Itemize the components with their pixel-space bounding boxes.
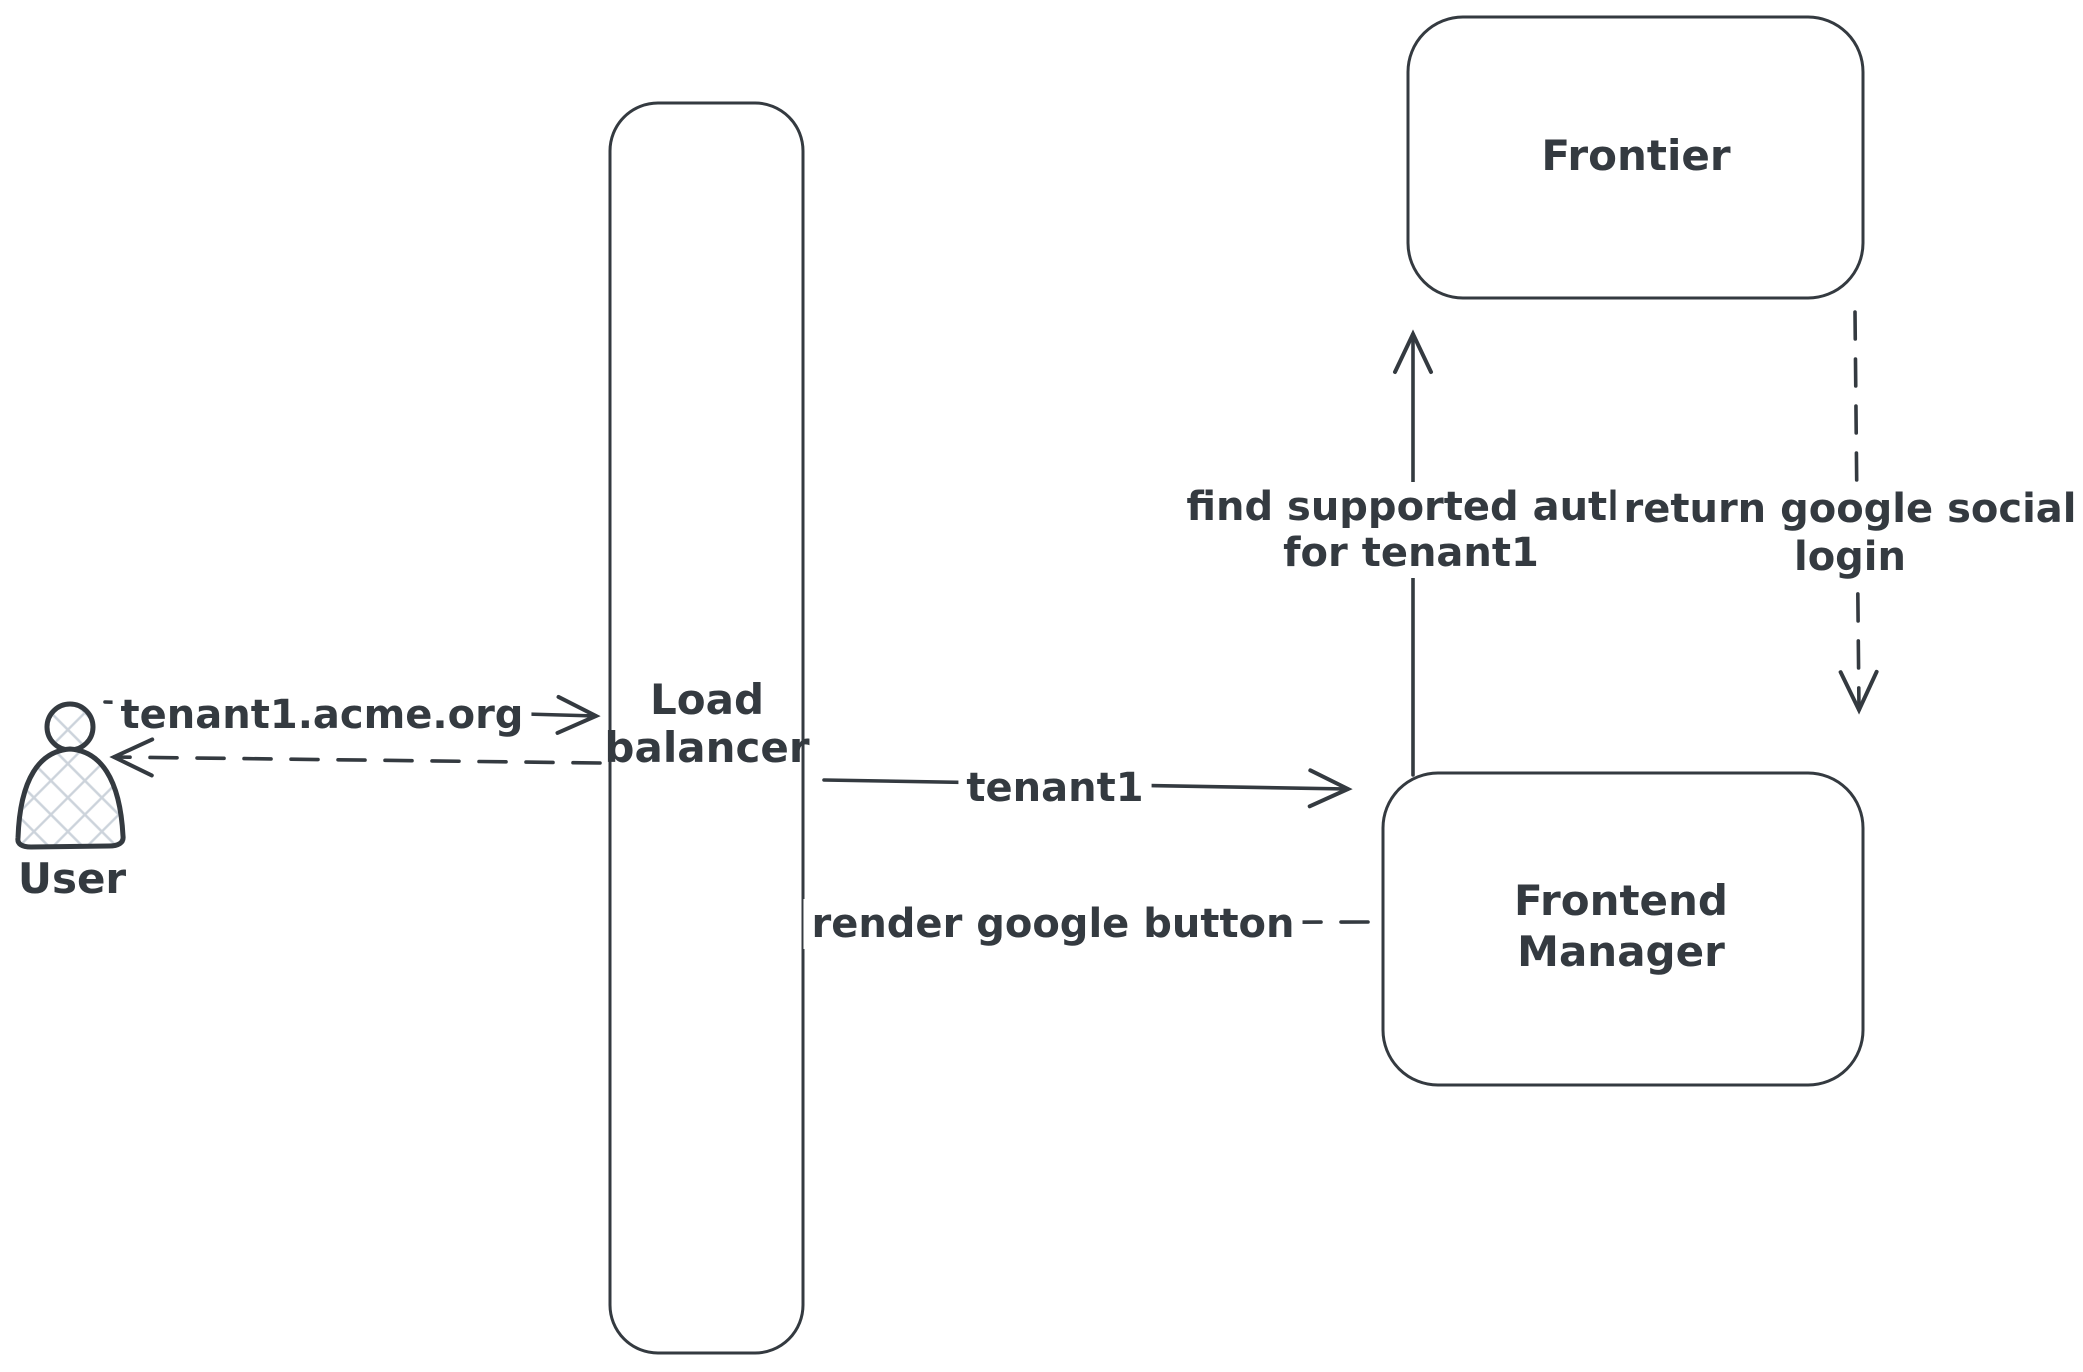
label-backdrop (112, 690, 532, 740)
flow-label-return-google-social: return google social (1624, 486, 2077, 532)
flow-label-tenant1-acme-org: tenant1.acme.org (121, 692, 524, 738)
user-actor: User (15, 701, 127, 903)
flow-label-tenant1: tenant1 (966, 765, 1143, 811)
label-backdrop (1615, 484, 2083, 534)
flow-frontend-manager-to-load-balancer: render google button (803, 899, 1370, 949)
frontend-manager-label-line2: Manager (1517, 927, 1725, 976)
label-backdrop (958, 763, 1152, 813)
label-backdrop (1785, 532, 1915, 582)
frontend-manager-box (1381, 771, 1865, 1087)
flow-label-find-supported-auth: find supported auth (1186, 484, 1635, 530)
frontend-manager-label-line1: Frontend (1514, 876, 1728, 925)
label-backdrop (803, 899, 1303, 949)
load-balancer-box (608, 101, 805, 1355)
frontier-node: Frontier (1406, 15, 1865, 300)
flow-load-balancer-to-user (109, 737, 602, 778)
load-balancer-label-line1: Load (650, 675, 764, 724)
user-icon-head (44, 701, 96, 753)
flow-load-balancer-to-frontend-manager: tenant1 (822, 763, 1353, 813)
flow-label-render-google-button: render google button (811, 901, 1294, 947)
flow-frontier-to-frontend-manager: return google social login (1615, 310, 2083, 715)
user-label: User (18, 854, 127, 903)
user-icon-body (15, 746, 126, 850)
arrow-load-balancer-to-user (109, 737, 602, 778)
label-backdrop (1178, 482, 1644, 532)
label-backdrop (1275, 528, 1547, 578)
load-balancer-node: Load balancer (604, 101, 810, 1355)
flow-label-login: login (1794, 534, 1906, 580)
flow-user-to-load-balancer: tenant1.acme.org (103, 690, 601, 740)
frontend-manager-node: Frontend Manager (1381, 771, 1865, 1087)
frontier-box (1406, 15, 1865, 300)
frontier-label: Frontier (1541, 131, 1730, 180)
load-balancer-label-line2: balancer (604, 723, 809, 772)
flow-label-for-tenant1: for tenant1 (1283, 530, 1539, 576)
flow-frontend-manager-to-frontier: find supported auth for tenant1 (1178, 329, 1644, 777)
